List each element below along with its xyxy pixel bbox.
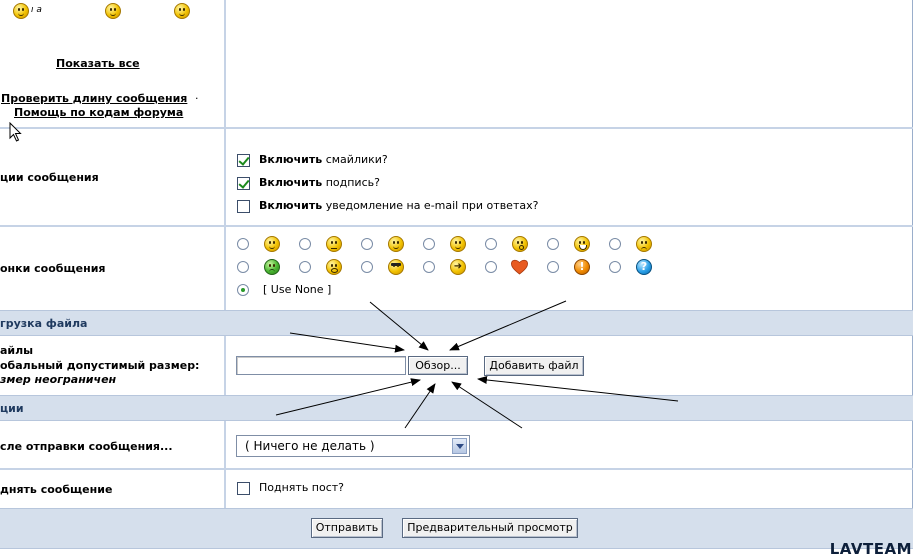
- icon-radio[interactable]: [423, 238, 435, 250]
- show-all-emoticons-link[interactable]: Показать все: [56, 57, 140, 70]
- icon-radio[interactable]: [361, 261, 373, 273]
- exclamation-icon: !: [574, 259, 590, 275]
- after-post-label: сле отправки сообщения...: [0, 440, 173, 453]
- forum-codes-help-link[interactable]: Помощь по кодам форума: [14, 106, 184, 119]
- link-separator: ·: [195, 92, 199, 105]
- surprised-icon: [512, 236, 528, 252]
- enable-signature-checkbox[interactable]: [237, 177, 250, 190]
- shy-smiley-icon[interactable]: [13, 3, 29, 19]
- icon-radio[interactable]: [609, 261, 621, 273]
- smile-icon: [264, 236, 280, 252]
- icon-radio[interactable]: [485, 238, 497, 250]
- heart-icon: [511, 259, 528, 275]
- column-divider: [224, 0, 226, 310]
- size-note: змер неограничен: [0, 373, 117, 386]
- row-separator: [0, 127, 913, 129]
- column-divider: [224, 336, 226, 395]
- file-path-input[interactable]: [236, 356, 406, 375]
- upload-section-header: грузка файла: [0, 310, 913, 336]
- neutral-icon: [326, 236, 342, 252]
- question-icon: ?: [636, 259, 652, 275]
- icon-radio[interactable]: [237, 238, 249, 250]
- emoticon-suffix: ı a: [31, 5, 42, 15]
- grin-icon: [574, 236, 590, 252]
- email-notify-label: Включить уведомление на e-mail при ответ…: [259, 199, 539, 212]
- sick-icon: [264, 259, 280, 275]
- cool-smile-icon: [450, 236, 466, 252]
- options-section-header: ции: [0, 395, 913, 421]
- row-separator: [0, 225, 913, 227]
- arrow-icon: ➜: [450, 259, 466, 275]
- smile-icon[interactable]: [105, 3, 121, 19]
- bump-label: днять сообщение: [0, 483, 113, 496]
- wink-icon: [388, 236, 404, 252]
- enable-smilies-checkbox[interactable]: [237, 154, 250, 167]
- column-divider: [224, 421, 226, 508]
- icon-radio[interactable]: [299, 261, 311, 273]
- chevron-down-icon[interactable]: [452, 438, 467, 454]
- icon-radio[interactable]: [361, 238, 373, 250]
- icon-radio[interactable]: [609, 238, 621, 250]
- icon-radio[interactable]: [237, 261, 249, 273]
- bump-checkbox[interactable]: [237, 482, 250, 495]
- icon-radio[interactable]: [299, 238, 311, 250]
- row-separator: [0, 468, 913, 470]
- sunglasses-icon: [388, 259, 404, 275]
- icon-radio[interactable]: [423, 261, 435, 273]
- use-none-radio[interactable]: [237, 284, 249, 296]
- after-post-select[interactable]: ( Ничего не делать ): [236, 435, 470, 457]
- add-file-button[interactable]: Добавить файл: [484, 356, 584, 376]
- preview-button[interactable]: Предварительный просмотр: [402, 518, 578, 538]
- angry-icon: [636, 236, 652, 252]
- icon-radio[interactable]: [547, 238, 559, 250]
- enable-signature-label: Включить подпись?: [259, 176, 380, 189]
- files-label: айлы: [0, 344, 34, 357]
- max-size-label: обальный допустимый размер:: [0, 359, 200, 372]
- confused-icon: [326, 259, 342, 275]
- check-length-link[interactable]: Проверить длину сообщения: [1, 92, 188, 105]
- enable-smilies-label: Включить смайлики?: [259, 153, 388, 166]
- message-options-label: ции сообщения: [0, 171, 99, 184]
- after-post-selected-value: ( Ничего не делать ): [245, 439, 375, 453]
- icon-radio[interactable]: [485, 261, 497, 273]
- submit-button[interactable]: Отправить: [311, 518, 383, 538]
- mouse-cursor-icon: [9, 122, 22, 142]
- use-none-label: [ Use None ]: [263, 283, 332, 296]
- watermark-text: LAVTEAM: [829, 540, 912, 558]
- message-icons-label: онки сообщения: [0, 262, 106, 275]
- nerd-smiley-icon[interactable]: [174, 3, 190, 19]
- icon-radio[interactable]: [547, 261, 559, 273]
- browse-button[interactable]: Обзор...: [408, 356, 468, 375]
- email-notify-checkbox[interactable]: [237, 200, 250, 213]
- bump-checkbox-label: Поднять пост?: [259, 481, 345, 494]
